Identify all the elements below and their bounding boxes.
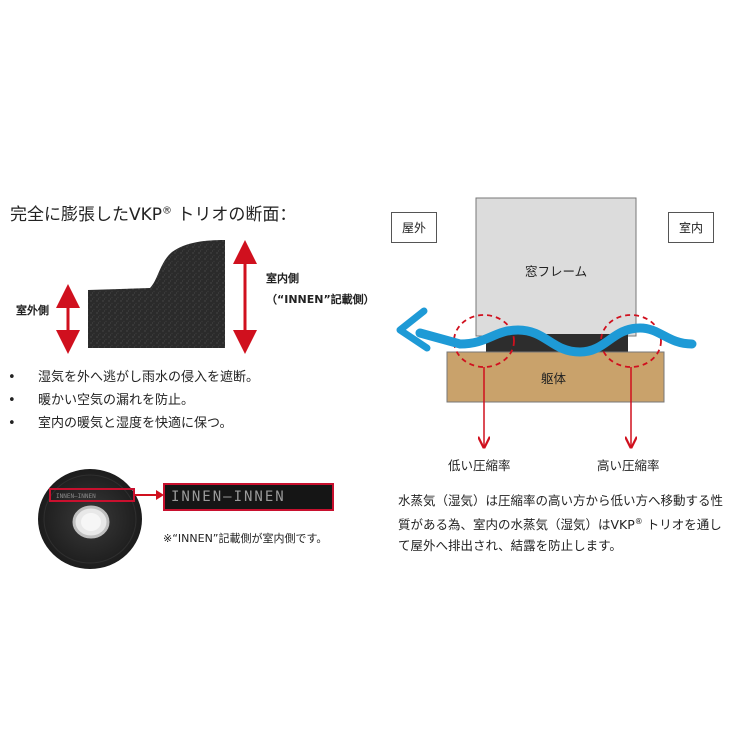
tape-roll-image: INNEN—INNEN xyxy=(30,460,170,580)
foam-profile xyxy=(88,240,225,348)
list-item: 暖かい空気の漏れを防止。 xyxy=(8,389,259,412)
inside-side-label: 室内側 xyxy=(266,270,299,286)
feature-list: 湿気を外へ逃がし雨水の侵入を遮断。 暖かい空気の漏れを防止。 室内の暖気と湿度を… xyxy=(8,366,259,435)
high-compression-label: 高い圧縮率 xyxy=(597,455,660,474)
outside-side-label: 室外側 xyxy=(16,302,49,318)
wall-body-label: 躯体 xyxy=(541,368,566,387)
list-item: 湿気を外へ逃がし雨水の侵入を遮断。 xyxy=(8,366,259,389)
roll-print-text: INNEN—INNEN xyxy=(56,493,96,500)
innen-print-closeup: INNEN—INNEN xyxy=(163,483,334,511)
list-item: 室内の暖気と湿度を快適に保つ。 xyxy=(8,412,259,435)
low-compression-label: 低い圧縮率 xyxy=(448,455,511,474)
cross-section-title: 完全に膨張したVKP® トリオの断面： xyxy=(10,200,296,225)
window-frame-label: 窓フレーム xyxy=(525,261,587,280)
innen-note: ※“INNEN”記載側が室内側です。 xyxy=(163,530,327,546)
explanation-text: 水蒸気（湿気）は圧縮率の高い方から低い方へ移動する性質がある為、室内の水蒸気（湿… xyxy=(398,490,728,556)
moisture-flow-diagram xyxy=(390,195,710,455)
zoom-arrow-icon xyxy=(134,488,166,502)
innen-side-label: （“INNEN”記載側） xyxy=(266,291,375,307)
